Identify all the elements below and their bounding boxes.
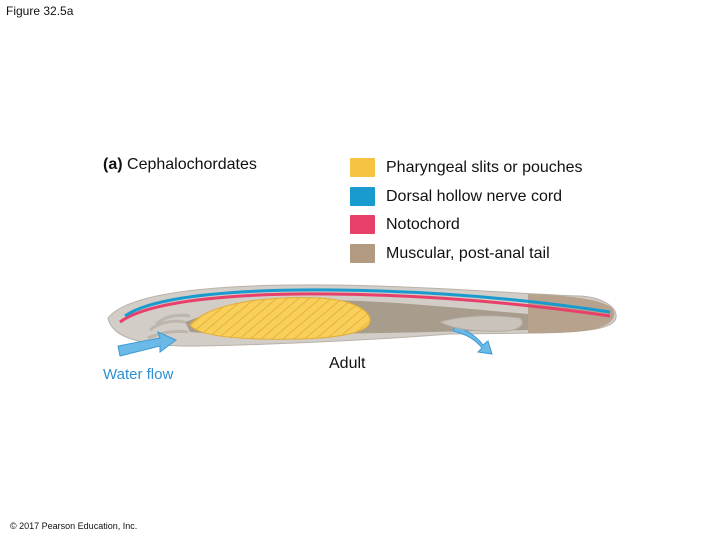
copyright: © 2017 Pearson Education, Inc. xyxy=(10,521,138,531)
atrium xyxy=(438,315,523,332)
water-outflow-arrow xyxy=(452,325,493,355)
legend-swatch-nerve-cord xyxy=(350,186,375,206)
legend-swatch-notochord xyxy=(350,215,375,234)
figure-label: Figure 32.5a xyxy=(6,4,74,18)
water-flow-label: Water flow xyxy=(103,366,174,383)
notochord xyxy=(119,292,611,324)
oral-cirri xyxy=(147,313,191,340)
water-inflow-arrow xyxy=(117,331,177,357)
nerve-cord xyxy=(124,288,611,318)
panel-title: (a) Cephalochordates xyxy=(103,156,257,174)
legend-swatch-pharyngeal-slits xyxy=(350,158,375,177)
legend-label: Muscular, post-anal tail xyxy=(386,244,550,262)
legend-label: Pharyngeal slits or pouches xyxy=(386,159,583,176)
legend-label: Notochord xyxy=(386,216,460,233)
legend-swatch-post-anal-tail xyxy=(350,243,375,263)
panel-letter: (a) xyxy=(103,156,123,173)
legend-label: Dorsal hollow nerve cord xyxy=(386,187,563,205)
panel-name: Cephalochordates xyxy=(127,156,257,173)
pharyngeal-slits xyxy=(189,297,371,340)
adult-label: Adult xyxy=(329,355,366,372)
